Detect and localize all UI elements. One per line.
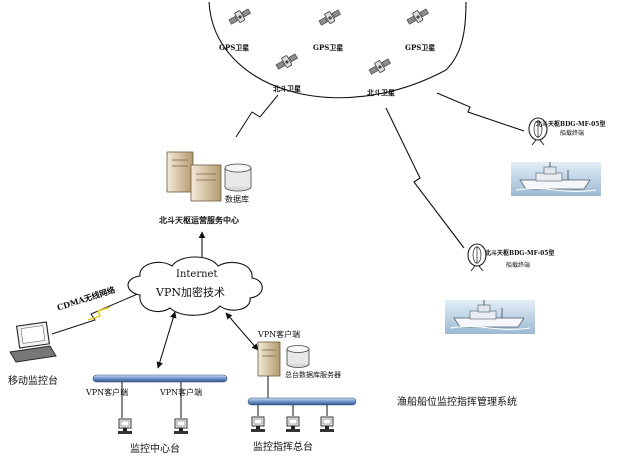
internet-label: Internet [176, 269, 218, 280]
command-center-server [257, 341, 281, 377]
satellite-link-center [235, 94, 279, 138]
monitor-center-client-label-2: VPN客户端 [160, 388, 203, 397]
beidou-satellite-2 [368, 58, 392, 75]
monitor-center-pc-1 [117, 418, 133, 435]
beidou-satellite-label-1: 北斗卫星 [273, 84, 301, 93]
command-center-client-label: VPN客户端 [258, 330, 301, 339]
command-center-pc-3 [319, 416, 335, 433]
command-server-label: 总台数据库服务器 [285, 371, 341, 379]
command-center-pc-2 [285, 416, 301, 433]
vessel-2-terminal-label: 北斗天枢BDG-MF-05型 [485, 250, 555, 257]
monitor-center-pc-2 [173, 418, 189, 435]
cdma-link-highlight [87, 306, 111, 321]
monitor-center-bus [92, 374, 228, 383]
mobile-station-label: 移动监控台 [8, 376, 58, 387]
database-cylinder [224, 163, 252, 192]
operation-center-label: 北斗天枢运营服务中心 [159, 215, 239, 225]
command-center-title: 监控指挥总台 [253, 442, 313, 453]
monitor-center-title: 监控中心台 [130, 444, 180, 455]
database-label: 数据库 [225, 195, 249, 204]
cdma-link [51, 292, 141, 335]
internet-monitor-center-arrow [156, 311, 177, 369]
vessel-2-terminal-sublabel: 船载终端 [506, 262, 531, 269]
gps-satellite-1 [228, 8, 252, 25]
system-title: 渔船船位监控指挥管理系统 [397, 397, 517, 408]
operation-center-servers [166, 151, 222, 202]
vpn-encryption-label: VPN加密技术 [156, 286, 225, 299]
internet-command-center-arrow [225, 312, 259, 351]
beidou-satellite-label-2: 北斗卫星 [367, 88, 395, 97]
vessel-1-terminal-label: 北斗天枢BDG-MF-05型 [536, 121, 606, 128]
internet-cloud [127, 256, 263, 316]
command-center-bus [247, 397, 357, 406]
vessel-1-photo [510, 161, 602, 197]
gps-satellite-2 [318, 9, 342, 26]
monitor-center-client-label-1: VPN客户端 [86, 388, 129, 397]
satellite-link-ship-2 [385, 107, 465, 249]
satellite-orbit-arc [208, 1, 467, 99]
mobile-laptop-icon [9, 321, 57, 363]
gps-satellite-label-1: GPS卫星 [219, 43, 250, 52]
gps-satellite-3 [406, 8, 430, 25]
vessel-2-dish-icon [467, 243, 487, 272]
satellite-link-ship-1 [436, 92, 525, 132]
command-center-database [286, 345, 310, 368]
vessel-1-terminal-sublabel: 船载终端 [560, 130, 585, 137]
command-center-pc-1 [250, 416, 266, 433]
vessel-2-photo [444, 299, 536, 335]
gps-satellite-label-2: GPS卫星 [313, 43, 344, 52]
gps-satellite-label-3: GPS卫星 [405, 43, 436, 52]
beidou-satellite-1 [275, 53, 299, 70]
